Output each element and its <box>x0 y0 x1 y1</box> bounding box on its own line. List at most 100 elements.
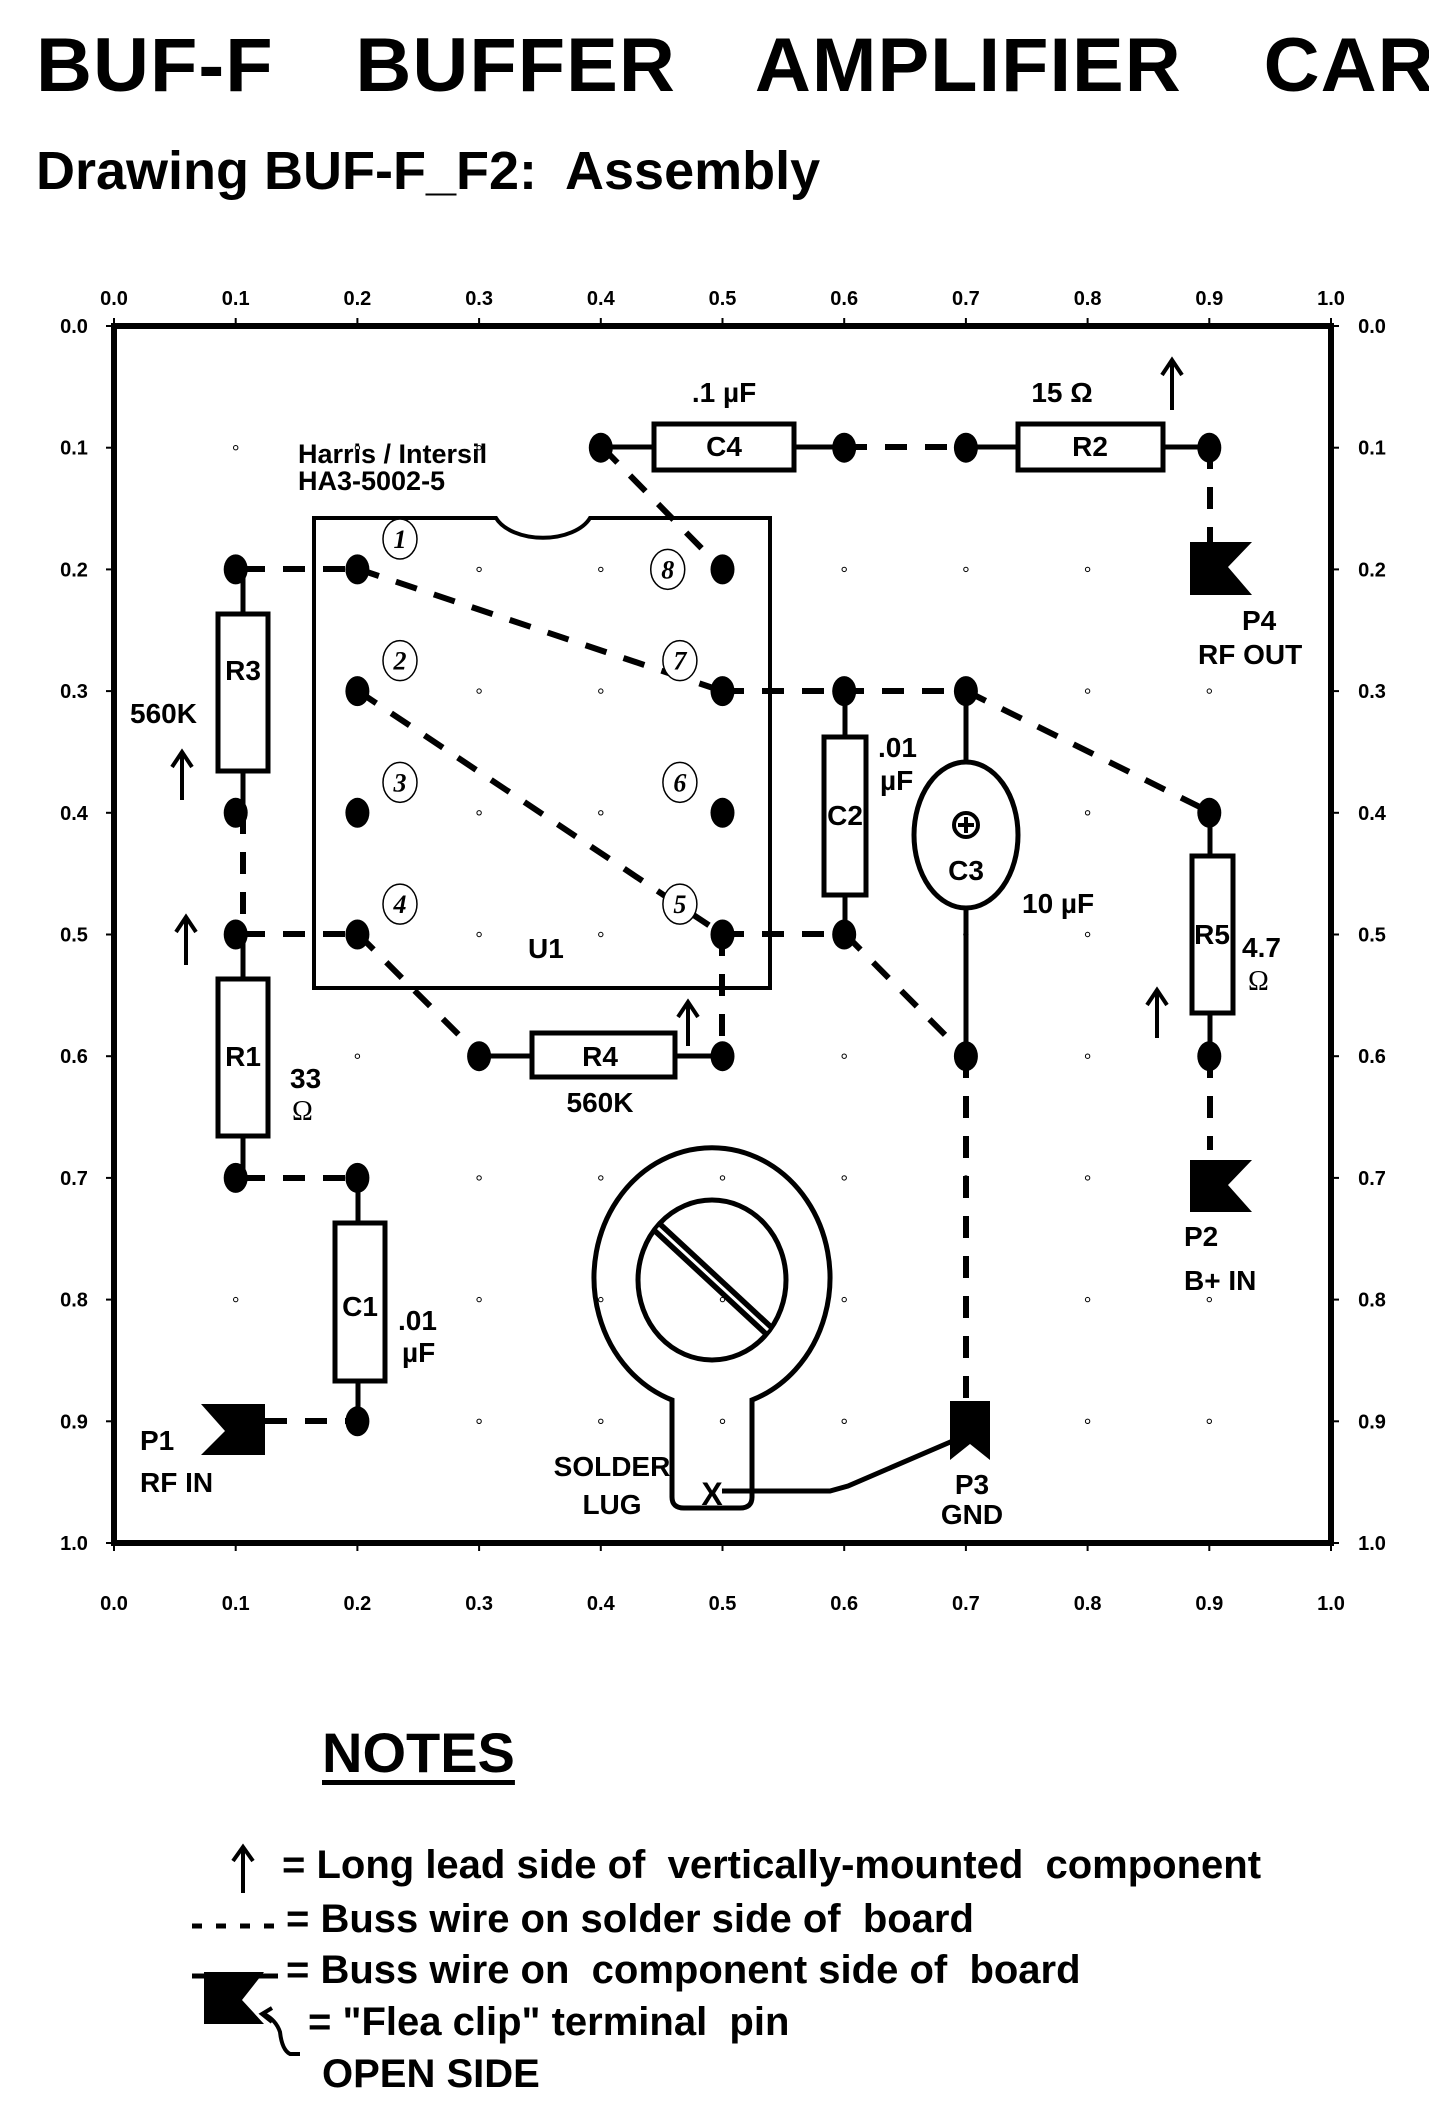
p4-label: RF OUT <box>1198 639 1302 670</box>
pin-number: 2 <box>392 647 406 676</box>
c4-value: .1 µF <box>692 377 756 408</box>
x-tick-label-top: 0.5 <box>709 288 737 310</box>
y-tick-label-right: 0.5 <box>1358 925 1386 947</box>
x-tick-label-bottom: 0.8 <box>1074 1593 1102 1615</box>
c1-ref: C1 <box>342 1291 378 1322</box>
r5-body <box>1189 853 1236 1016</box>
x-tick-label-top: 1.0 <box>1317 288 1345 310</box>
c2-value-2: µF <box>880 765 913 796</box>
p4-ref: P4 <box>1242 605 1277 636</box>
r2-long-lead-arrow-icon <box>1160 356 1184 410</box>
pin-number-circle <box>382 518 418 560</box>
wire-c3-r5 <box>964 688 1212 815</box>
solder-pad <box>832 919 857 950</box>
x-tick-label-top: 0.0 <box>100 288 128 310</box>
r4-body <box>529 1030 678 1080</box>
x-tick-label-top: 0.1 <box>222 288 250 310</box>
p1-ref: P1 <box>140 1425 174 1456</box>
y-tick-label-right: 0.0 <box>1358 316 1386 338</box>
solder-pad <box>710 554 735 585</box>
r1-ref: R1 <box>225 1041 261 1072</box>
grid-hole <box>233 445 239 451</box>
solder-pad <box>953 1041 978 1072</box>
p1-flea-clip-icon <box>201 1404 265 1455</box>
note-component-side: = Buss wire on component side of board <box>286 1948 1081 1992</box>
r5-value-1: 4.7 <box>1242 932 1281 963</box>
grid-hole <box>598 1296 604 1303</box>
x-tick-label-bottom: 0.7 <box>952 1593 980 1615</box>
wire-pin2-pin5 <box>356 688 724 937</box>
wire-c2-c3 <box>842 931 969 1059</box>
grid-hole <box>354 445 361 451</box>
grid-hole <box>598 810 604 816</box>
c2-ref: C2 <box>827 800 863 831</box>
grid-hole <box>841 1053 847 1059</box>
chip-maker: Harris / Intersil <box>298 439 487 469</box>
assembly-board: 0.0 0.0 0.1 0.1 0.2 0.2 0.3 0.3 0.4 0.4 0.5 0.5 0.6 0… <box>60 288 1387 1615</box>
r3-body <box>215 611 271 774</box>
y-tick-label-right: 0.6 <box>1358 1046 1386 1068</box>
grid-hole <box>476 931 482 938</box>
grid-hole <box>963 566 969 573</box>
r2-value: 15 Ω <box>1031 377 1092 408</box>
grid-hole <box>476 1418 482 1425</box>
grid-hole <box>476 566 482 573</box>
c4-body <box>651 421 797 473</box>
r4-long-lead-arrow-icon <box>676 998 700 1046</box>
x-tick-label-top: 0.8 <box>1074 288 1102 310</box>
wire-pin4-r4 <box>355 931 483 1059</box>
grid-hole <box>598 931 604 938</box>
pin-number-circle <box>649 548 686 591</box>
drawing-title: BUF-F BUFFER AMPLIFIER CARD <box>36 23 1429 108</box>
x-tick-label-bottom: 1.0 <box>1317 1593 1345 1615</box>
grid-hole <box>476 445 482 451</box>
solder-pad <box>345 676 370 707</box>
solder-pad <box>345 919 370 950</box>
pin-number: 3 <box>392 768 406 797</box>
x-tick-label-top: 0.7 <box>952 288 980 310</box>
grid-hole <box>598 1175 604 1181</box>
x-tick-label-bottom: 0.2 <box>343 1593 371 1615</box>
solder-pad <box>467 1041 492 1072</box>
p1-label: RF IN <box>140 1467 213 1498</box>
solder-pad <box>1197 1041 1222 1072</box>
c3-ref: C3 <box>948 855 984 886</box>
r5-long-lead-arrow-icon <box>1145 986 1169 1038</box>
y-tick-label-right: 0.7 <box>1358 1168 1386 1190</box>
y-tick-label-left: 0.4 <box>60 803 89 825</box>
pin-number-circle <box>382 761 418 804</box>
x-tick-label-top: 0.3 <box>465 288 493 310</box>
y-tick-label-right: 0.3 <box>1358 681 1386 703</box>
solder-pad <box>223 919 248 950</box>
note-flea-clip: = "Flea clip" terminal pin <box>308 2000 790 2044</box>
r1-value-1: 33 <box>290 1063 321 1094</box>
solder-pad <box>710 676 735 707</box>
note-solder-side: = Buss wire on solder side of board <box>286 1897 974 1941</box>
solder-pad <box>1197 432 1222 463</box>
grid-hole <box>1084 1296 1091 1303</box>
y-tick-label-left: 0.2 <box>60 559 88 581</box>
pin-number: 1 <box>393 525 406 554</box>
grid-hole <box>841 566 847 573</box>
solder-pad <box>1197 797 1222 828</box>
y-tick-label-left: 0.1 <box>60 438 88 460</box>
grid-hole <box>1084 566 1091 573</box>
r5-ref: R5 <box>1194 919 1230 950</box>
grid-hole <box>1084 1053 1091 1059</box>
x-tick-label-top: 0.4 <box>587 288 616 310</box>
y-tick-label-right: 0.4 <box>1358 803 1387 825</box>
r3-ref: R3 <box>225 655 261 686</box>
p2-label: B+ IN <box>1184 1265 1256 1296</box>
solder-pad <box>345 1162 370 1193</box>
x-tick-label-bottom: 0.0 <box>100 1593 128 1615</box>
y-tick-label-left: 1.0 <box>60 1533 88 1555</box>
c2-value-1: .01 <box>878 732 917 763</box>
chip-part: HA3-5002-5 <box>298 466 445 496</box>
c1-value-1: .01 <box>398 1305 437 1336</box>
drawing-subtitle: Drawing BUF-F_F2: Assembly <box>36 141 821 201</box>
axis-ticks <box>106 318 1339 1551</box>
grid-hole <box>1206 688 1213 694</box>
r3-value: 560K <box>130 698 197 729</box>
flea-clip-icon <box>204 1972 300 2056</box>
grid-hole <box>1206 1296 1213 1303</box>
